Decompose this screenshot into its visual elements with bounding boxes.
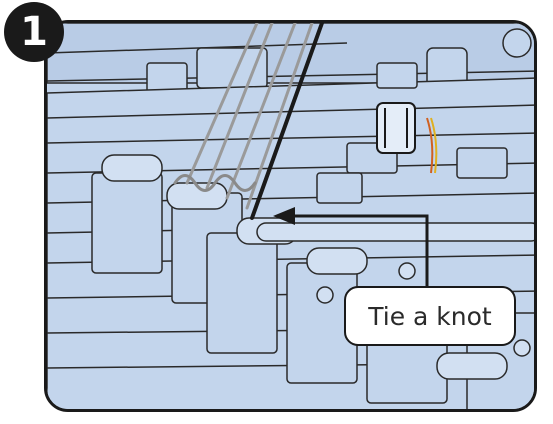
step-number-badge: 1 — [4, 2, 64, 62]
instruction-illustration — [44, 20, 537, 412]
lego-ship-hull-drawing — [47, 23, 537, 412]
callout-text: Tie a knot — [368, 302, 491, 331]
tie-a-knot-callout: Tie a knot — [344, 286, 516, 346]
step-number: 1 — [20, 9, 48, 55]
